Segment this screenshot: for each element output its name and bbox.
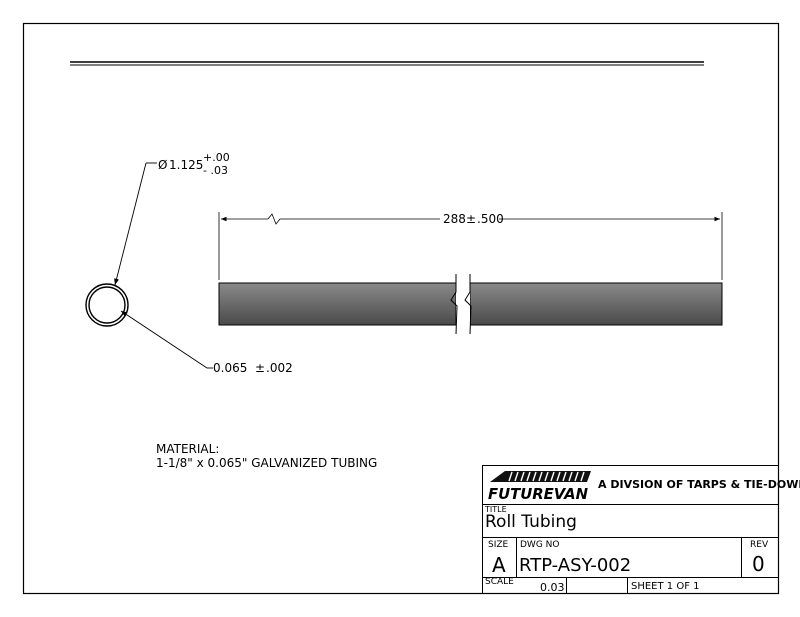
break-line-right bbox=[464, 274, 472, 335]
tube-side-view bbox=[218, 274, 723, 335]
rev-value: 0 bbox=[752, 552, 765, 576]
material-note: MATERIAL: 1-1/8" x 0.065" GALVANIZED TUB… bbox=[156, 442, 377, 470]
wall-nominal: 0.065 bbox=[213, 361, 247, 375]
dwg-no-value: RTP-ASY-002 bbox=[519, 555, 632, 576]
sheet-number: SHEET 1 OF 1 bbox=[631, 581, 700, 592]
break-gap bbox=[456, 278, 470, 330]
size-value: A bbox=[492, 553, 506, 577]
dwg-no-label: DWG NO bbox=[520, 540, 560, 550]
diameter-symbol: Ø bbox=[158, 158, 167, 172]
diameter-tolerance-upper: +.00 bbox=[203, 151, 230, 164]
company-division: A DIVSION OF TARPS & TIE-DOWNS bbox=[598, 478, 800, 491]
material-heading: MATERIAL: bbox=[156, 442, 220, 456]
break-line-left bbox=[450, 274, 458, 335]
length-tolerance: .500 bbox=[477, 212, 504, 226]
material-description: 1-1/8" x 0.065" GALVANIZED TUBING bbox=[156, 456, 378, 470]
scale-label: SCALE bbox=[485, 577, 514, 587]
length-plus-minus: ± bbox=[466, 212, 476, 226]
rev-label: REV bbox=[750, 540, 769, 550]
size-label: SIZE bbox=[488, 540, 509, 550]
diameter-nominal: 1.125 bbox=[169, 158, 203, 172]
length-dimension: 288 ± .500 bbox=[218, 212, 723, 280]
diameter-tolerance-lower: - .03 bbox=[203, 164, 228, 177]
top-rule bbox=[70, 61, 704, 66]
wall-thickness-dimension: 0.065 ± .002 bbox=[213, 361, 293, 375]
length-nominal: 288 bbox=[443, 212, 466, 226]
logo-wordmark: FUTUREVAN bbox=[488, 485, 588, 503]
wall-plus-minus: ± bbox=[255, 361, 265, 375]
futurevan-logo: FUTUREVAN bbox=[488, 471, 591, 503]
wall-thickness-leader bbox=[120, 310, 213, 369]
diameter-dimension: Ø 1.125 +.00 - .03 bbox=[158, 151, 230, 177]
diameter-leader bbox=[114, 162, 157, 286]
drawing-title: Roll Tubing bbox=[485, 512, 577, 532]
title-block bbox=[482, 465, 779, 594]
tube-section-view bbox=[85, 283, 129, 327]
scale-value: 0.03 bbox=[540, 581, 565, 594]
sheet-border bbox=[22, 22, 780, 595]
wall-tolerance: .002 bbox=[266, 361, 293, 375]
title-label: TITLE bbox=[485, 505, 507, 514]
